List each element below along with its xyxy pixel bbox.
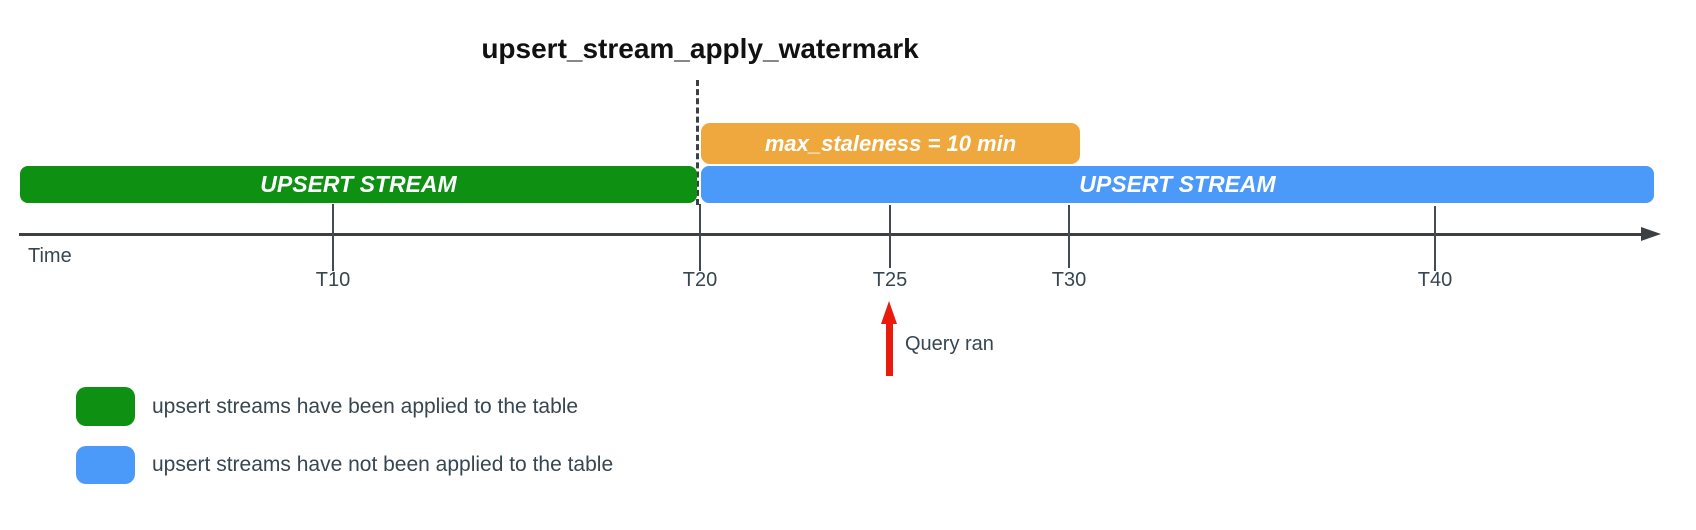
tick-mark-t20 [699, 204, 701, 271]
unapplied-upsert-stream-label: UPSERT STREAM [1079, 171, 1276, 197]
applied-upsert-stream-label: UPSERT STREAM [260, 171, 457, 197]
tick-mark-t25 [889, 205, 891, 268]
applied-upsert-stream-bar: UPSERT STREAM [20, 166, 697, 203]
legend-label-not-applied: upsert streams have not been applied to … [152, 453, 614, 476]
watermark-dashed-line [696, 80, 699, 205]
tick-mark-t40 [1434, 206, 1436, 271]
tick-label-t10: T10 [315, 269, 351, 291]
legend-swatch-applied [76, 387, 135, 426]
tick-mark-t30 [1068, 205, 1070, 268]
tick-label-t20: T20 [682, 269, 718, 291]
unapplied-upsert-stream-bar: UPSERT STREAM [701, 166, 1654, 203]
tick-mark-t10 [332, 204, 334, 271]
max-staleness-label: max_staleness = 10 min [764, 130, 1017, 156]
tick-label-t40: T40 [1417, 269, 1453, 291]
diagram-title: upsert_stream_apply_watermark [481, 33, 919, 64]
query-ran-label: Query ran [905, 333, 994, 355]
time-axis-line [19, 233, 1645, 236]
query-ran-arrow-icon [881, 301, 897, 324]
time-axis-label: Time [28, 245, 72, 267]
legend-label-applied: upsert streams have been applied to the … [152, 395, 579, 418]
query-ran-arrow-shaft [886, 321, 893, 376]
tick-label-t25: T25 [872, 269, 908, 291]
tick-label-t30: T30 [1051, 269, 1087, 291]
legend-swatch-not-applied [76, 446, 135, 484]
max-staleness-bar: max_staleness = 10 min [701, 123, 1080, 164]
time-axis-arrowhead-icon [1641, 227, 1661, 241]
